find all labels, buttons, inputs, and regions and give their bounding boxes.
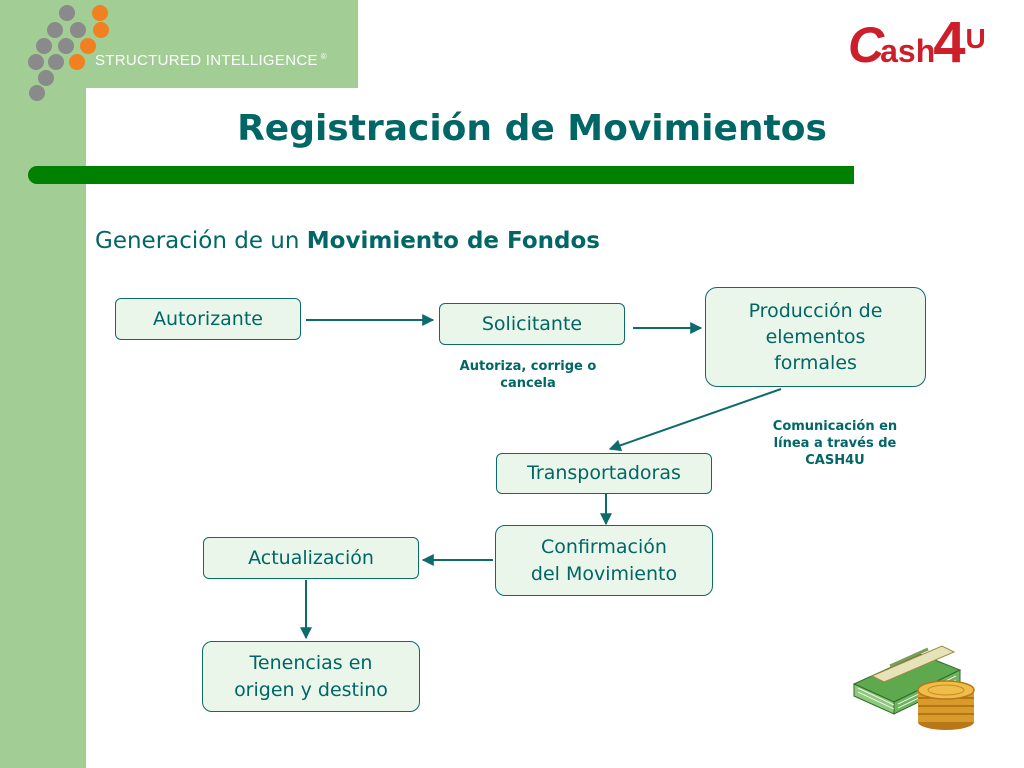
- logo-dot: [70, 22, 86, 38]
- structured-intelligence-wordmark: STRUCTURED INTELLIGENCE®: [95, 52, 327, 69]
- node-autorizante: Autorizante: [115, 298, 301, 340]
- section-subtitle: Generación de un Movimiento de Fondos: [95, 228, 600, 254]
- logo-dot: [93, 22, 109, 38]
- structured-intelligence-logo: [28, 5, 109, 101]
- node-produccion: Producción de elementos formales: [705, 287, 926, 387]
- logo-dot: [80, 38, 96, 54]
- subtitle-bold: Movimiento de Fondos: [306, 228, 600, 254]
- logo-dot: [29, 85, 45, 101]
- logo-dot: [69, 54, 85, 70]
- logo-dot: [92, 5, 108, 21]
- note-autoriza: Autoriza, corrige o cancela: [459, 359, 597, 391]
- arrow-produccion-transportadoras: [608, 388, 782, 452]
- note-comunicacion: Comunicación en línea a través de CASH4U: [772, 419, 898, 468]
- cash4u-logo-text: Cash4U: [848, 16, 986, 75]
- page-title: Registración de Movimientos: [237, 108, 827, 149]
- subtitle-prefix: Generación de un: [95, 228, 307, 254]
- coin-stack: [917, 680, 975, 730]
- node-actualizacion: Actualización: [203, 537, 419, 579]
- registered-mark: ®: [320, 52, 327, 61]
- money-stack-icon: [852, 645, 975, 730]
- logo-dot: [28, 54, 44, 70]
- node-confirmacion: Confirmación del Movimiento: [495, 525, 713, 596]
- brand-name: STRUCTURED INTELLIGENCE: [95, 52, 318, 69]
- node-solicitante: Solicitante: [439, 303, 625, 345]
- side-green-band: [0, 0, 86, 768]
- node-tenencias: Tenencias en origen y destino: [202, 641, 420, 712]
- logo-dot: [38, 70, 54, 86]
- logo-dot: [47, 22, 63, 38]
- logo-dot: [59, 5, 75, 21]
- logo-dot: [48, 54, 64, 70]
- title-divider: [28, 166, 854, 184]
- logo-dot: [58, 38, 74, 54]
- logo-dot: [36, 38, 52, 54]
- node-transportadoras: Transportadoras: [496, 453, 712, 494]
- cash4u-logo: Cash4U: [848, 16, 986, 75]
